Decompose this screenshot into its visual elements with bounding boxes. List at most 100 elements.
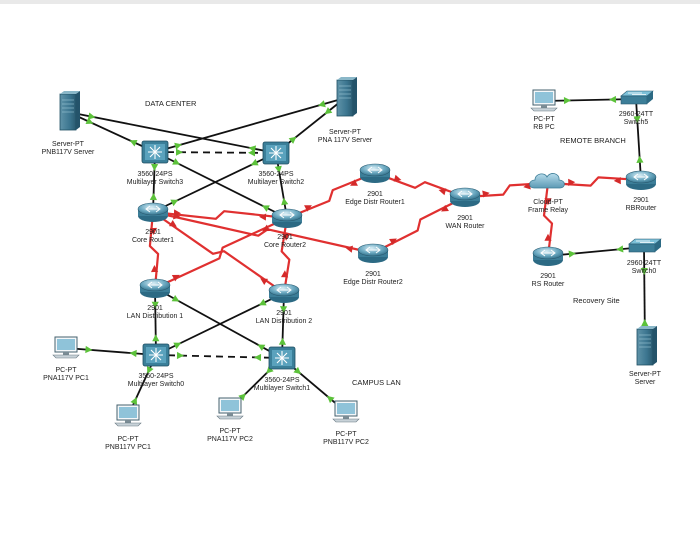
device-name-label: RS Router [532, 281, 565, 288]
link-core1-dist1[interactable] [148, 211, 160, 289]
link-status-marker [282, 233, 290, 241]
cloud-icon [529, 173, 565, 189]
link-core2-dist1[interactable] [154, 217, 288, 289]
link-core1-edge2[interactable] [152, 210, 374, 255]
link-status-marker [345, 245, 354, 253]
device-name-label: Edge Distr Router2 [343, 279, 403, 286]
link-status-marker [568, 250, 576, 258]
link-status-marker [278, 337, 287, 345]
link-dist2-mls0[interactable] [155, 292, 285, 356]
link-status-marker [640, 267, 648, 275]
link-edge2-wan[interactable] [372, 196, 466, 254]
router-icon [359, 163, 391, 183]
router-icon [449, 187, 481, 207]
link-status-marker [238, 393, 246, 401]
switch-icon [620, 90, 654, 105]
link-mls2-core1[interactable] [152, 152, 277, 213]
link-status-marker [274, 165, 282, 174]
device-model-label: 3560-24PS [138, 373, 173, 380]
link-status-marker [641, 319, 649, 327]
link-status-marker [174, 142, 182, 150]
switch-icon [628, 238, 662, 253]
link-edge1-wan[interactable] [374, 171, 466, 199]
device-name-label: Core Router1 [132, 237, 174, 244]
link-status-marker [318, 100, 326, 108]
device-model-label: PC-PT [220, 428, 242, 435]
link-status-marker [326, 395, 335, 404]
link-status-marker [170, 199, 179, 207]
device-model-label: Server-PT [52, 141, 85, 148]
link-status-marker [261, 205, 270, 212]
area-label-data-center: DATA CENTER [145, 99, 197, 108]
multilayer-switch-icon [142, 343, 170, 367]
link-wan-cloud[interactable] [464, 181, 549, 199]
device-name-label: RB PC [533, 124, 554, 131]
router-icon [532, 246, 564, 266]
link-mls0-mls1[interactable] [155, 351, 283, 362]
link-core1-dist2[interactable] [152, 211, 285, 294]
device-model-label: 2901 [365, 271, 381, 278]
device-model-label: 2901 [276, 310, 292, 317]
link-status-marker [544, 198, 552, 206]
link-status-marker [304, 205, 312, 212]
device-model-label: 3560-24PS [258, 171, 293, 178]
link-status-marker [544, 233, 552, 241]
link-cloud-rbrouter[interactable] [547, 176, 642, 187]
link-rbpc-sw5[interactable] [543, 95, 637, 105]
link-status-marker [259, 213, 267, 221]
link-core2-dist2[interactable] [280, 217, 291, 294]
link-dist1-mls1[interactable] [154, 287, 283, 359]
device-name-label: PNA117V PC2 [207, 436, 253, 443]
link-sw5-rbrouter[interactable] [633, 98, 644, 181]
multilayer-switch-icon [262, 141, 290, 165]
device-model-label: PC-PT [534, 116, 556, 123]
link-server_pnb-mls3[interactable] [67, 111, 156, 153]
device-name-label: PNB117V PC2 [323, 439, 369, 446]
device-name-label: LAN Distribution 1 [127, 313, 184, 320]
link-pc_pna1-mls0[interactable] [65, 345, 157, 358]
link-status-marker [482, 190, 490, 198]
link-server_pnb-mls2[interactable] [67, 111, 277, 154]
link-status-marker [168, 219, 177, 227]
link-mls3-core2[interactable] [154, 151, 288, 219]
link-mls3-mls2[interactable] [154, 148, 277, 157]
link-cloud-rsrouter[interactable] [542, 182, 554, 257]
device-model-label: Server-PT [629, 371, 662, 378]
link-status-marker [636, 155, 644, 163]
device-name-label: LAN Distribution 2 [256, 318, 313, 325]
device-name-label: PNA117V PC1 [43, 375, 89, 382]
link-core2-edge1[interactable] [286, 171, 376, 220]
links-layer [65, 95, 649, 417]
link-server_pna-mls3[interactable] [154, 97, 346, 153]
device-model-label: Cloud-PT [533, 199, 563, 206]
link-status-marker [258, 298, 267, 306]
device-model-label: 3560-24PS [137, 171, 172, 178]
device-name-label: Multilayer Switch1 [254, 385, 311, 392]
link-rsrouter-sw0[interactable] [547, 245, 645, 258]
